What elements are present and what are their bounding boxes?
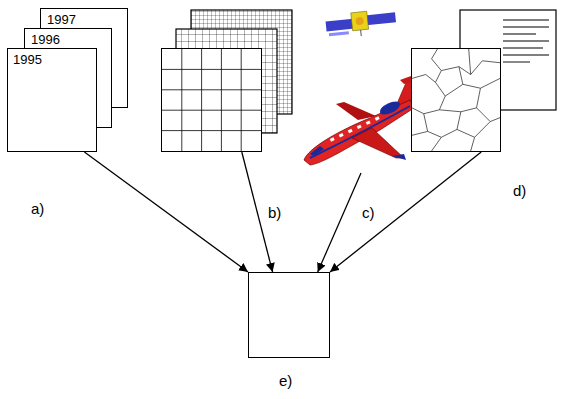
map-drawing bbox=[412, 49, 500, 151]
year-label: 1995 bbox=[13, 53, 42, 67]
aircraft-icon bbox=[304, 72, 422, 165]
flow-arrow bbox=[84, 152, 248, 272]
part-letter: d) bbox=[513, 183, 526, 200]
part-letter: b) bbox=[268, 205, 281, 222]
grid-drawing bbox=[162, 49, 261, 151]
satellite-icon bbox=[325, 8, 397, 39]
year-label: 1996 bbox=[31, 33, 60, 47]
part-letter: e) bbox=[279, 373, 292, 390]
plane-drawing bbox=[300, 8, 422, 173]
grid-sheet: b) bbox=[161, 48, 262, 152]
year-label: 1997 bbox=[47, 13, 76, 27]
map-sheet: d) bbox=[411, 48, 501, 152]
result-box: e) bbox=[248, 272, 330, 358]
flow-arrow bbox=[242, 152, 273, 272]
flow-arrow bbox=[330, 152, 481, 272]
part-letter: a) bbox=[31, 201, 44, 218]
part-letter: c) bbox=[362, 205, 375, 222]
flow-arrow bbox=[318, 173, 361, 272]
year-sheet: 1995a) bbox=[7, 48, 97, 152]
aircraft-illustration: c) bbox=[300, 8, 422, 173]
